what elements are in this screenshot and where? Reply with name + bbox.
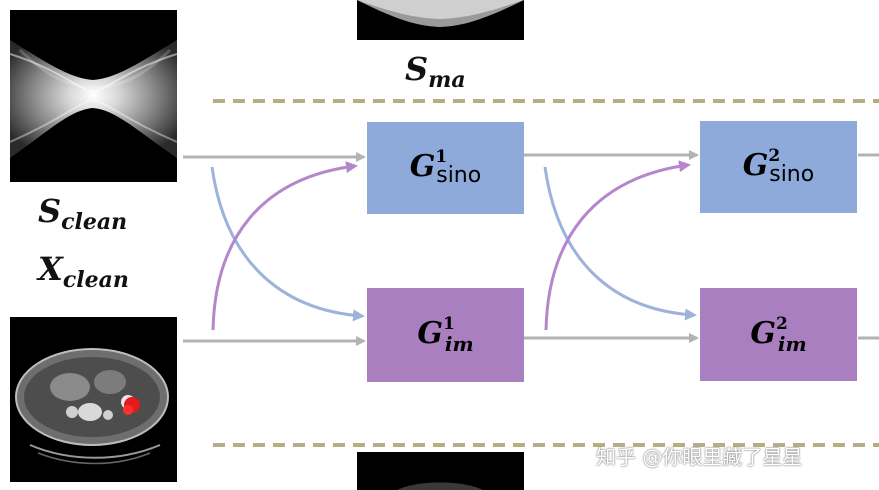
x-clean-label: Xclean	[38, 250, 129, 293]
g-im-2-block: G2im	[700, 288, 857, 381]
artifact-ct-image	[357, 452, 524, 490]
g-sino-1-label: G1sino	[409, 147, 482, 188]
g-im-1-block: G1im	[367, 288, 524, 382]
arrow-im-to-sino-stage1	[211, 161, 358, 331]
g-sino-1-block: G1sino	[367, 122, 524, 214]
clean-ct-image	[10, 317, 177, 482]
ct-slice-pattern	[15, 348, 169, 465]
arrow-im-to-sino-stage2	[544, 160, 691, 331]
g-im-2-label: G2im	[750, 313, 807, 356]
s-clean-label: Sclean	[38, 192, 128, 235]
arrow-sino-to-im-stage1	[210, 166, 365, 322]
artifact-sinogram-pattern	[357, 0, 524, 27]
artifact-sinogram-image	[357, 0, 524, 40]
s-ma-label: Sma	[405, 50, 466, 93]
arrow-sino-to-im-stage2	[543, 166, 697, 321]
g-sino-2-label: G2sino	[742, 146, 815, 187]
g-im-1-label: G1im	[417, 314, 474, 356]
artifact-ct-pattern	[397, 482, 483, 490]
clean-sinogram-image	[10, 10, 177, 182]
sinogram-pattern	[10, 40, 177, 158]
watermark-text: 知乎 @你眼里藏了星星	[596, 445, 803, 469]
g-sino-2-block: G2sino	[700, 121, 857, 213]
